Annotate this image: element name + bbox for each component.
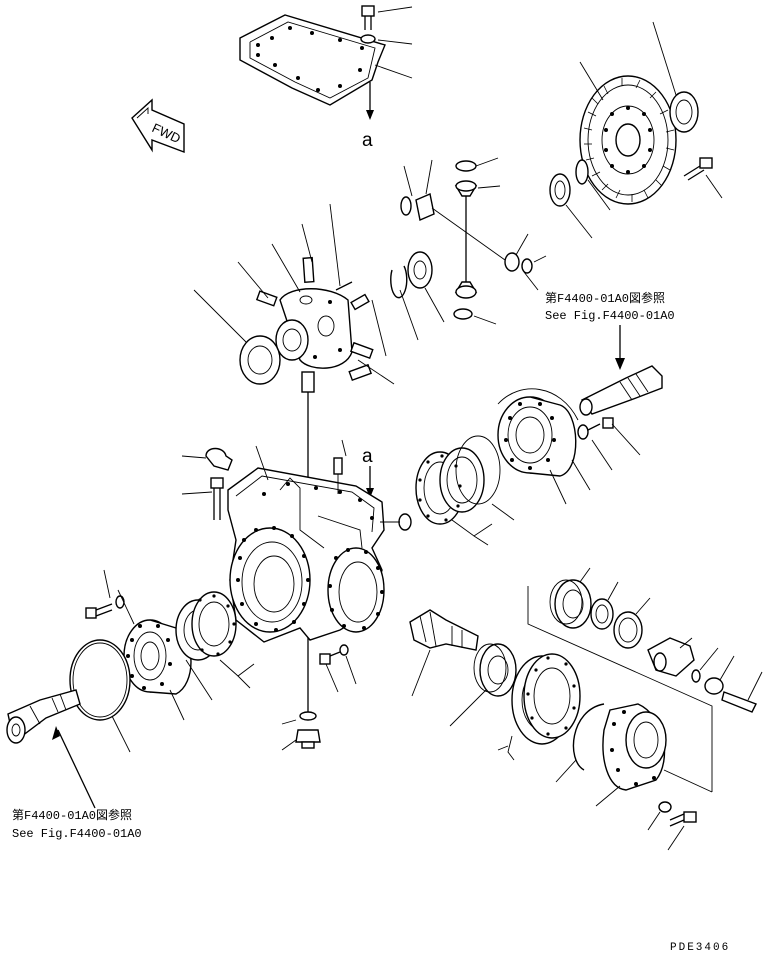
ring-gear-leaders — [579, 21, 723, 199]
differential-bearing-left — [239, 335, 281, 385]
section-mark-middle: a — [362, 446, 373, 467]
cover-bolt — [360, 5, 413, 79]
top-cover-plate — [239, 14, 386, 106]
oil-seal — [613, 597, 651, 649]
axle-housing — [227, 467, 412, 643]
pinion-cage-shims — [497, 653, 581, 761]
reference-upper-en: See Fig.F4400-01A0 — [545, 309, 675, 323]
coupling-bearing — [549, 567, 592, 629]
drain-plug-bottom — [281, 711, 321, 751]
pinion-cage-o-ring — [555, 703, 605, 783]
output-shaft-right — [579, 365, 663, 416]
output-shaft-left — [6, 689, 81, 744]
shims-right — [415, 435, 515, 546]
coupling-yoke — [647, 637, 695, 677]
fwd-arrow-icon: FWD — [131, 98, 185, 154]
section-mark-top: a — [362, 130, 373, 151]
yoke-washer-and-bolt — [691, 647, 763, 713]
reference-upper: 第F4400-01A0図参照 See Fig.F4400-01A0 — [545, 290, 675, 370]
section-arrow-top: a — [362, 82, 374, 151]
small-bolt-right — [577, 417, 641, 471]
pinion-cage-bolt — [647, 801, 697, 851]
pinion-cage — [595, 703, 667, 807]
differential-case — [275, 288, 353, 369]
pinion-gears-cluster — [400, 157, 547, 325]
left-shims — [169, 591, 255, 721]
drawing-code: PDE3406 — [670, 942, 730, 954]
pinion-bearing — [449, 643, 517, 727]
reference-lower: 第F4400-01A0図参照 See Fig.F4400-01A0 — [12, 726, 142, 841]
breather-and-plug — [181, 439, 347, 520]
ring-gear — [579, 75, 677, 205]
housing-side-bolt — [319, 644, 357, 693]
ring-gear-bearing — [669, 91, 699, 133]
reference-lower-en: See Fig.F4400-01A0 — [12, 827, 142, 841]
reference-lower-jp: 第F4400-01A0図参照 — [12, 807, 132, 823]
section-arrow-middle: a — [362, 446, 374, 498]
reference-upper-jp: 第F4400-01A0図参照 — [545, 290, 665, 306]
left-bearing-cage — [123, 619, 192, 695]
bearing-cage-right — [497, 388, 591, 505]
ring-gear-bolt — [683, 157, 713, 181]
differential-case-leaders — [193, 203, 395, 385]
left-o-ring — [69, 639, 131, 753]
left-bolt-washer — [85, 569, 135, 625]
side-gear-thrust-washer — [549, 159, 611, 239]
coupling-group-bracket — [527, 586, 713, 793]
differential-case-pins — [255, 256, 374, 712]
coupling-spacer — [590, 581, 619, 630]
differential-side-gear — [390, 251, 445, 341]
drive-pinion — [409, 609, 479, 697]
